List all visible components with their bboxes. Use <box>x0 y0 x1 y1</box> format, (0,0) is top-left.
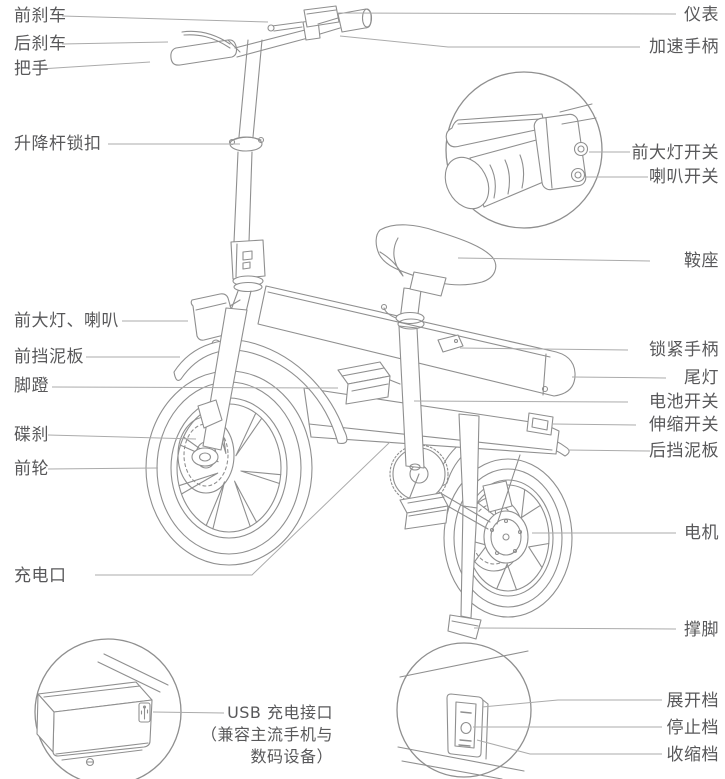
label-motor: 电机 <box>684 523 719 543</box>
usb-note-line1: USB 充电接口 <box>227 703 333 722</box>
label-disc-brake: 碟刹 <box>14 425 49 445</box>
usb-note-line3: 数码设备） <box>250 747 333 766</box>
locking-lever-drawing <box>437 334 464 353</box>
label-pedal: 脚蹬 <box>14 376 49 396</box>
label-throttle: 加速手柄 <box>649 37 719 57</box>
retract-symbol <box>458 739 472 747</box>
stem-drawing <box>228 39 266 313</box>
fork-drawing <box>191 307 248 467</box>
battery-box-drawing <box>303 387 560 455</box>
label-battery-switch: 电池开关 <box>649 392 719 412</box>
label-stop-gear: 停止档 <box>666 718 719 738</box>
label-front-brake: 前刹车 <box>14 6 67 26</box>
horn-switch-button <box>570 167 586 183</box>
handlebar-drawing <box>170 5 373 66</box>
label-saddle: 鞍座 <box>684 251 719 271</box>
label-handle-grip: 把手 <box>14 59 49 79</box>
rear-wheel-drawing <box>443 458 573 618</box>
tail-light-drawing <box>541 385 549 393</box>
label-meter: 仪表 <box>684 5 719 25</box>
leader-lines <box>39 12 677 755</box>
label-retract-gear: 收缩档 <box>666 745 719 765</box>
stop-symbol <box>460 721 472 735</box>
callout-usb-battery <box>34 638 182 779</box>
label-headlight-switch: 前大灯开关 <box>631 143 719 163</box>
label-front-wheel: 前轮 <box>14 459 49 479</box>
label-locking-lever: 锁紧手柄 <box>649 340 719 360</box>
charging-port-drawing <box>409 463 421 471</box>
callout-fold-switch <box>396 642 532 779</box>
label-telescopic-switch: 伸缩开关 <box>649 415 719 435</box>
motor-hub <box>483 510 529 564</box>
meter-drawing <box>303 5 340 28</box>
label-rear-brake: 后刹车 <box>14 34 67 54</box>
kickstand-drawing <box>447 413 482 640</box>
label-tail-light: 尾灯 <box>684 368 719 388</box>
pedal-drawing <box>337 361 401 405</box>
headlight-switch-button <box>573 141 589 157</box>
label-seatpost-lock: 升降杆锁扣 <box>14 134 102 154</box>
usb-note-line2: （兼容主流手机与 <box>200 725 333 744</box>
label-charging-port: 充电口 <box>14 566 67 586</box>
telescopic-switch-drawing <box>526 412 554 436</box>
label-rear-fender: 后挡泥板 <box>649 441 719 461</box>
usb-port-drawing <box>138 702 151 723</box>
fold-switch-drawing <box>446 693 489 760</box>
front-fender-drawing <box>173 339 348 445</box>
label-kickstand: 撑脚 <box>684 620 719 640</box>
unfold-symbol <box>460 711 472 714</box>
label-horn-switch: 喇叭开关 <box>649 167 719 187</box>
usb-note: USB 充电接口 （兼容主流手机与 数码设备） <box>201 702 333 768</box>
saddle-drawing <box>375 224 497 297</box>
label-headlight-horn: 前大灯、喇叭 <box>14 311 119 331</box>
label-unfold-gear: 展开档 <box>666 691 719 711</box>
label-front-fender: 前挡泥板 <box>14 347 84 367</box>
callout-handlebar-switches <box>444 71 603 229</box>
seat-assembly-drawing <box>337 224 497 471</box>
